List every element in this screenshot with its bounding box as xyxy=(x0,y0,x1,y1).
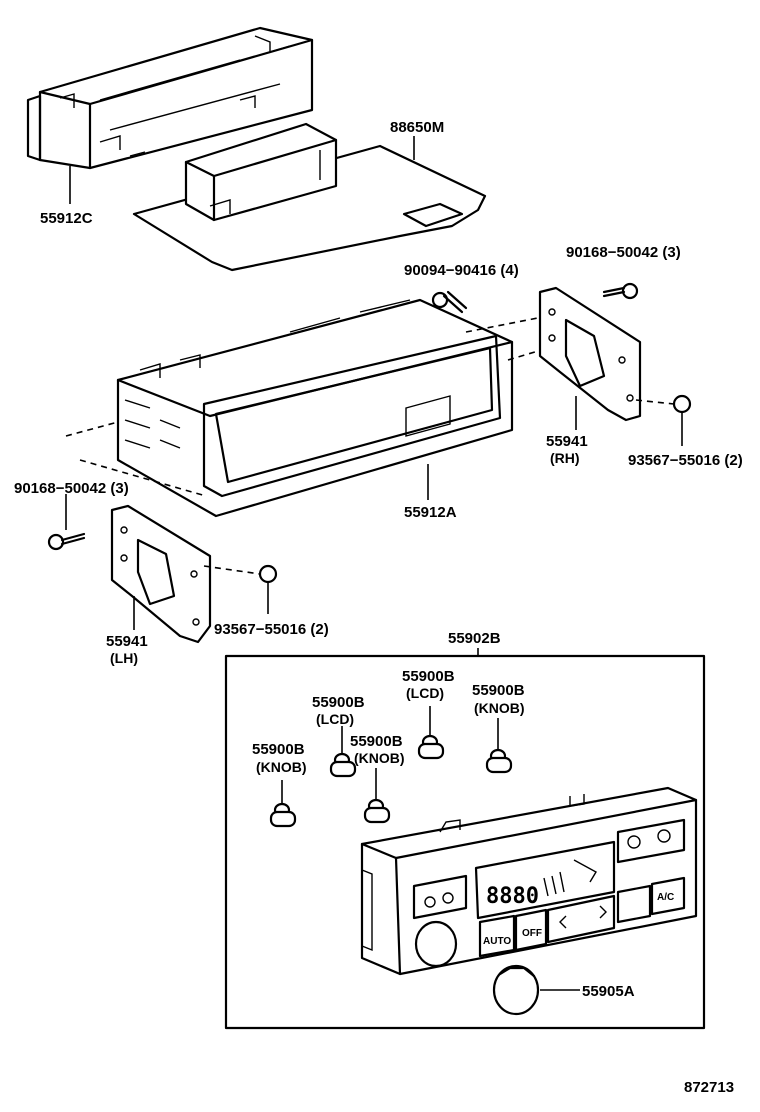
button-auto: AUTO xyxy=(483,936,511,947)
alignment-lines-frame xyxy=(65,315,549,497)
part-88650M-amplifier xyxy=(132,122,487,272)
label-55900B-knob-mid-sub: (KNOB) xyxy=(354,750,405,766)
label-55941-rh-side: (RH) xyxy=(550,450,580,466)
bulb-55900B-lcd-right xyxy=(417,734,445,760)
label-93567-rh: 93567−55016 (2) xyxy=(628,452,743,469)
label-55900B-lcd-right: 55900B xyxy=(402,668,455,685)
lcd-digits: 8880 xyxy=(486,884,539,909)
part-93567-nut-rh xyxy=(672,394,692,414)
label-93567-lh: 93567−55016 (2) xyxy=(214,621,329,638)
label-55900B-knob-right-sub: (KNOB) xyxy=(474,700,525,716)
label-55912A: 55912A xyxy=(404,504,457,521)
part-55905A-knob xyxy=(492,964,540,1016)
label-55941-lh-side: (LH) xyxy=(110,650,138,666)
label-90168-lh: 90168−50042 (3) xyxy=(14,480,129,497)
label-55941-rh: 55941 xyxy=(546,433,588,450)
diagram-id: 872713 xyxy=(684,1079,734,1096)
label-90094: 90094−90416 (4) xyxy=(404,262,519,279)
part-90094-screw xyxy=(431,290,468,314)
part-90168-screw-rh xyxy=(602,282,639,300)
bulb-55900B-lcd-left xyxy=(329,752,357,778)
part-55941-lh-bracket xyxy=(110,504,212,644)
part-55912C-duct xyxy=(26,26,314,170)
alignment-nut-rh xyxy=(635,399,675,405)
label-55900B-lcd-left: 55900B xyxy=(312,694,365,711)
bulb-55900B-knob-left xyxy=(269,802,297,828)
bulb-55900B-knob-right xyxy=(485,748,513,774)
part-90168-screw-lh xyxy=(47,532,86,551)
label-55905A: 55905A xyxy=(582,983,635,1000)
button-ac: A/C xyxy=(657,892,674,903)
label-88650M: 88650M xyxy=(390,119,444,136)
bulb-55900B-knob-mid xyxy=(363,798,391,824)
control-panel-55902B: 8880 AUTO OFF A/C xyxy=(360,786,698,976)
part-55941-rh-bracket xyxy=(538,286,642,422)
part-93567-nut-lh xyxy=(258,564,278,584)
label-55912C: 55912C xyxy=(40,210,93,227)
label-55900B-knob-right: 55900B xyxy=(472,682,525,699)
assembly-box-55902B xyxy=(224,654,706,1030)
label-55900B-knob-mid: 55900B xyxy=(350,733,403,750)
alignment-nut-lh xyxy=(203,565,261,575)
label-55941-lh: 55941 xyxy=(106,633,148,650)
label-55900B-knob-left-sub: (KNOB) xyxy=(256,759,307,775)
button-off: OFF xyxy=(522,928,542,939)
label-55900B-lcd-right-sub: (LCD) xyxy=(406,685,444,701)
label-90168-rh: 90168−50042 (3) xyxy=(566,244,681,261)
label-55902B: 55902B xyxy=(448,630,501,647)
part-55912A-frame xyxy=(116,298,514,518)
label-55900B-lcd-left-sub: (LCD) xyxy=(316,711,354,727)
label-55900B-knob-left: 55900B xyxy=(252,741,305,758)
